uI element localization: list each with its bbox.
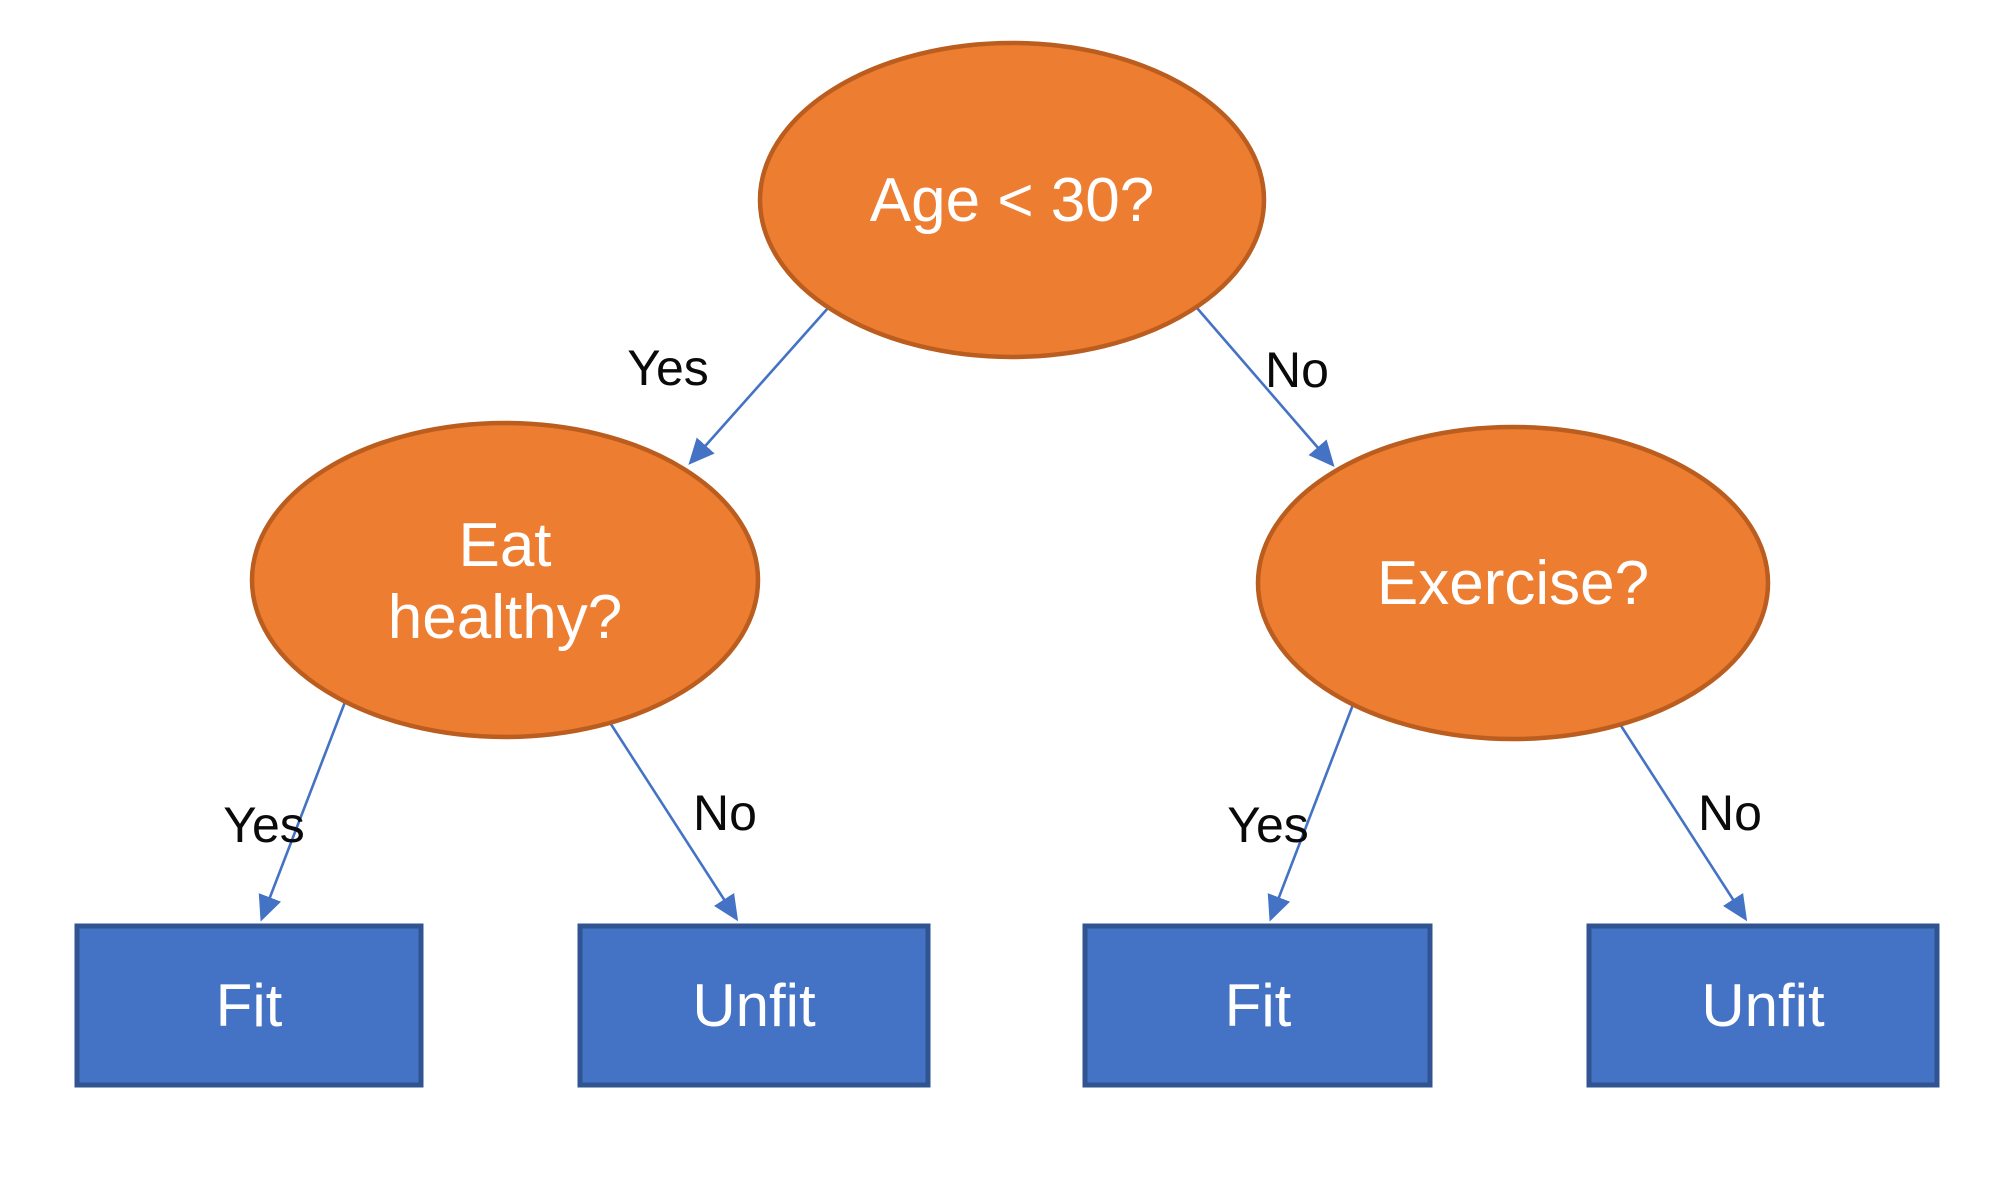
root-node-ellipse [757,40,1267,360]
edge-root-yes-arrow [688,307,829,465]
exercise-node-ellipse [1255,424,1771,742]
edge-label-root-no: No [1265,342,1329,398]
decision-node-exercise: Exercise? [1255,424,1771,742]
unfit-right-label: Unfit [1701,972,1825,1039]
leaf-node-unfit-left: Unfit [577,923,931,1088]
leaf-node-unfit-right: Unfit [1586,923,1940,1088]
eat-healthy-node-label-line2: healthy? [388,583,622,652]
eat-healthy-node-label-line1: Eat [458,511,551,580]
edge-label-eat-healthy-yes: Yes [223,797,305,853]
fit-left-rect [74,923,424,1088]
edge-label-exercise-yes: Yes [1227,797,1309,853]
unfit-left-label: Unfit [692,972,816,1039]
edge-exercise-no-arrow [1614,717,1748,922]
leaf-node-fit-left: Fit [74,923,424,1088]
decision-node-root: Age < 30? [757,40,1267,360]
edge-label-eat-healthy-no: No [693,785,757,841]
edge-eat-healthy-yes-arrow [258,701,347,922]
fit-right-rect [1082,923,1433,1088]
unfit-left-rect [577,923,931,1088]
edge-label-exercise-no: No [1698,785,1762,841]
edge-exercise-yes-arrow [1267,701,1356,922]
leaf-node-fit-right: Fit [1082,923,1433,1088]
decision-node-eat-healthy: Eat healthy? [249,420,761,740]
edge-root-no-arrow [1196,307,1335,467]
fit-right-label: Fit [1225,972,1292,1039]
edge-label-root-yes: Yes [627,340,709,396]
exercise-node-label: Exercise? [1377,549,1649,618]
edge-eat-healthy-no-arrow [605,717,739,922]
root-node-label: Age < 30? [870,166,1154,235]
eat-healthy-node-ellipse [249,420,761,740]
unfit-right-rect [1586,923,1940,1088]
fit-left-label: Fit [216,972,283,1039]
